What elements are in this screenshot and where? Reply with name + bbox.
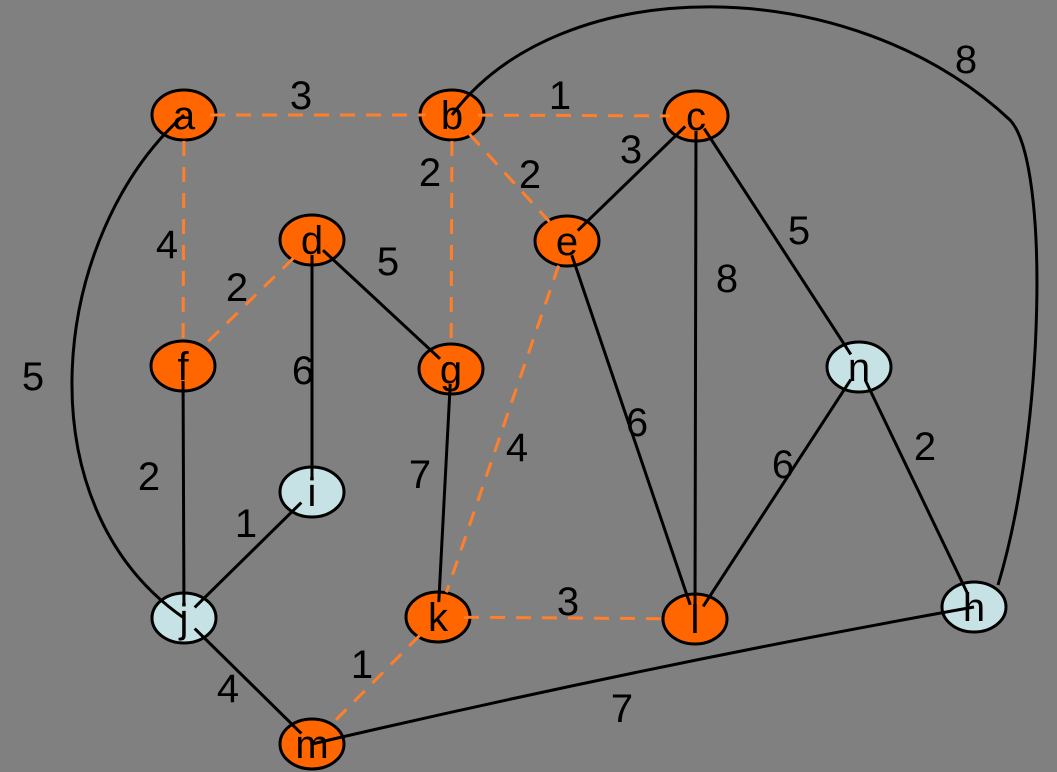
edge-k-m [329,634,421,727]
edge-weight-d-f: 2 [226,266,248,310]
edge-l-n [701,378,853,608]
edge-weight-f-j: 2 [138,455,160,499]
edge-a-j [70,113,186,620]
edge-weight-b-c: 1 [549,74,571,118]
edge-weight-b-e: 2 [519,153,541,197]
edge-d-g [321,249,442,360]
node-e [533,214,601,268]
edge-weight-n-h: 2 [914,425,936,469]
edge-g-k [437,383,452,603]
node-label-i: i [308,471,317,515]
edge-m-h [311,605,975,746]
node-label-h: h [963,586,985,630]
edge-b-h [450,5,1039,586]
edge-weight-d-g: 5 [377,240,399,284]
edge-weight-d-i: 6 [292,349,314,393]
node-label-g: g [440,348,462,392]
edge-weight-g-k: 7 [409,453,431,497]
edge-weight-m-h: 7 [611,687,633,731]
edge-d-f [200,257,295,349]
edge-b-c [477,113,671,118]
node-label-n: n [848,346,870,390]
edge-c-n [702,127,853,356]
node-label-m: m [295,723,328,767]
edge-weight-k-l: 3 [557,580,579,624]
edge-weight-c-l: 8 [716,257,738,301]
edge-j-m [193,627,303,735]
node-label-k: k [428,596,449,640]
node-label-l: l [691,598,700,642]
edge-f-j [181,380,186,604]
edge-weight-j-m: 4 [217,667,239,711]
edge-e-l [570,254,692,606]
edge-weight-e-l: 6 [626,401,648,445]
edge-weight-c-e: 3 [620,128,642,172]
edge-weight-b-h: 8 [955,38,977,82]
node-label-f: f [177,345,189,389]
edge-weight-c-n: 5 [788,209,810,253]
edge-b-g [449,140,454,344]
node-label-e: e [556,220,578,264]
edge-weight-a-f: 4 [156,223,178,267]
edge-k-l [463,615,670,621]
edge-a-f [181,140,186,341]
edge-weight-a-j: 5 [22,355,44,399]
node-n [825,340,893,394]
edge-weight-k-m: 1 [351,643,373,687]
edge-weight-a-b: 3 [290,74,312,118]
edge-weight-e-k: 4 [506,426,528,470]
node-label-d: d [301,219,323,263]
edge-weight-b-g: 2 [419,151,441,195]
edges-layer [70,5,1039,746]
node-label-a: a [173,94,196,138]
edge-c-e [576,125,687,232]
edge-b-e [468,133,551,223]
node-label-j: j [179,597,189,641]
edge-i-j [193,501,303,609]
node-shapes-layer [149,88,1008,771]
edge-n-h [864,379,969,595]
node-label-c: c [686,95,706,139]
edge-weight-l-n: 6 [772,443,794,487]
node-label-b: b [441,94,463,138]
edge-weight-i-j: 1 [235,502,257,546]
edge-e-k [445,265,560,593]
edge-c-l [693,130,698,605]
